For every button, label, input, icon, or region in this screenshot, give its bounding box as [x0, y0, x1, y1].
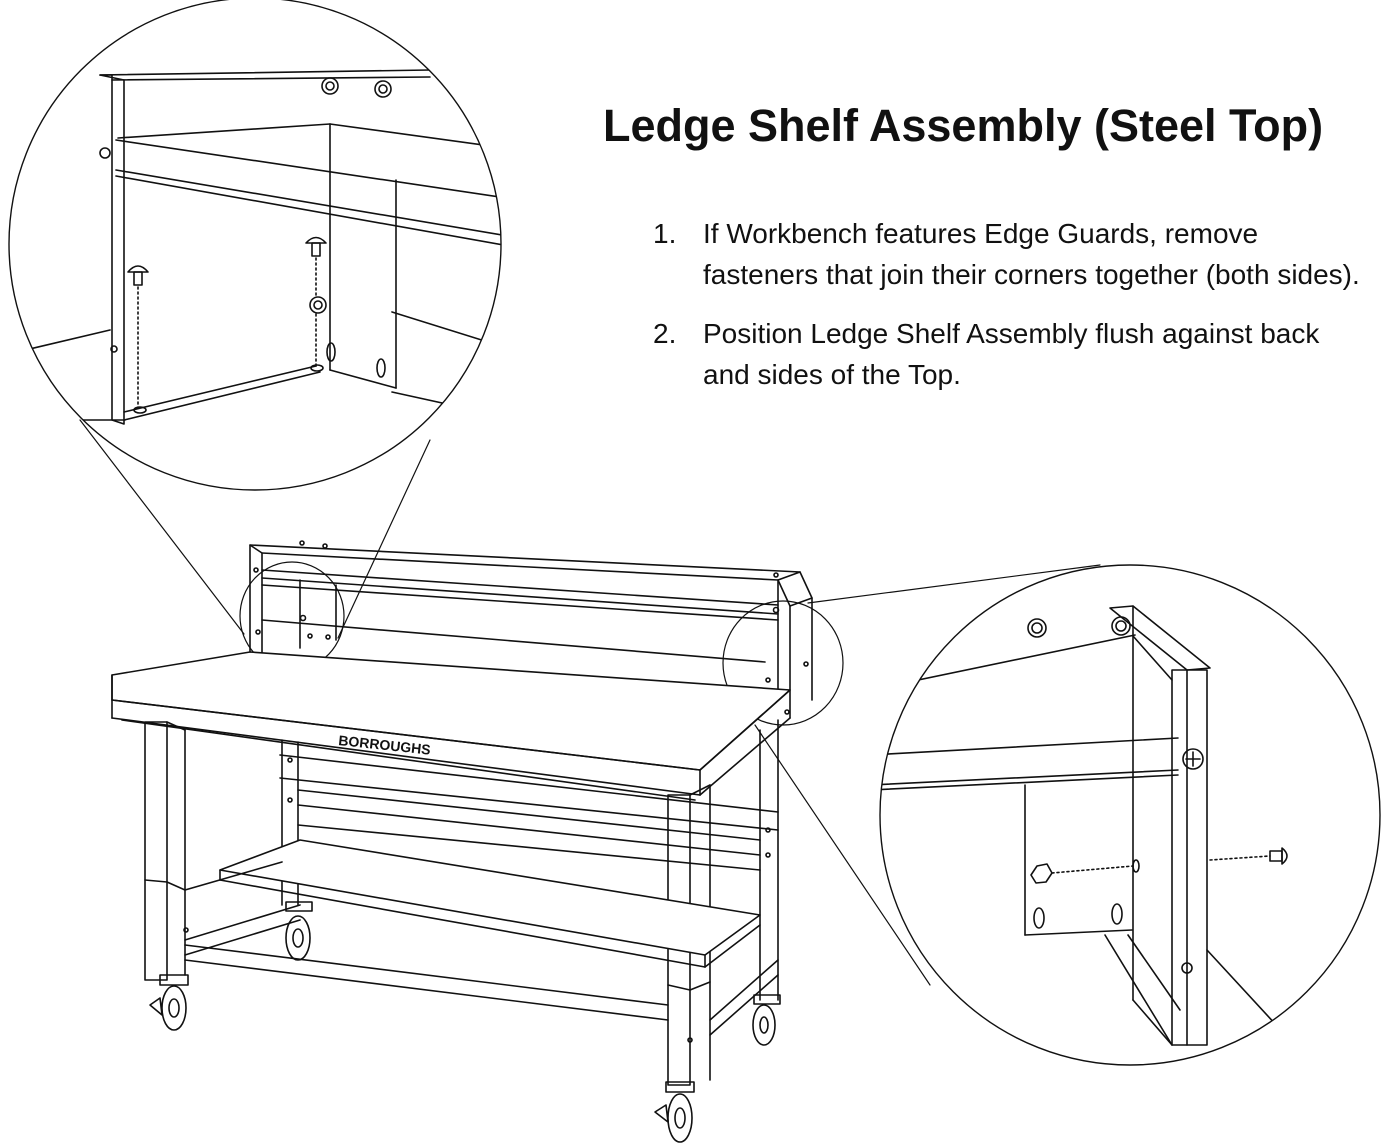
left-detail-art: [0, 70, 520, 424]
carriage-bolt-icon: [128, 266, 148, 413]
left-detail-circle: [9, 0, 501, 490]
right-leader-line: [755, 725, 930, 985]
page-title: Ledge Shelf Assembly (Steel Top): [603, 100, 1324, 151]
carriage-bolt-icon: [1270, 848, 1287, 864]
right-detail-circle: [880, 565, 1380, 1065]
phillips-screw-icon: [1183, 749, 1203, 769]
left-leader-line: [80, 420, 244, 634]
workbench-illustration: BORROUGHS: [112, 541, 843, 1142]
carriage-bolt-icon: [306, 238, 326, 372]
hex-nut-icon: [310, 297, 326, 313]
instruction-step: 1. If Workbench features Edge Guards, re…: [653, 213, 1368, 295]
instruction-list: 1. If Workbench features Edge Guards, re…: [653, 213, 1368, 413]
right-leader-line: [808, 565, 1100, 603]
hex-nut-icon: [1031, 864, 1052, 883]
left-detail-callout: [0, 0, 520, 638]
caster-wheel-icon: [150, 975, 188, 1030]
right-detail-callout: [755, 565, 1380, 1065]
step-number: 2.: [653, 318, 677, 349]
step-text: If Workbench features Edge Guards, remov…: [703, 218, 1360, 290]
step-number: 1.: [653, 218, 677, 249]
step-text: Position Ledge Shelf Assembly flush agai…: [703, 318, 1320, 390]
hex-nut-icon: [1112, 617, 1130, 635]
hex-nut-icon: [1028, 619, 1046, 637]
right-detail-art: [870, 606, 1290, 1045]
caster-wheel-icon: [655, 1082, 694, 1142]
caster-wheel-icon: [286, 902, 312, 960]
left-leader-line: [338, 440, 430, 638]
instruction-step: 2. Position Ledge Shelf Assembly flush a…: [653, 313, 1368, 395]
caster-wheel-icon: [753, 995, 780, 1045]
